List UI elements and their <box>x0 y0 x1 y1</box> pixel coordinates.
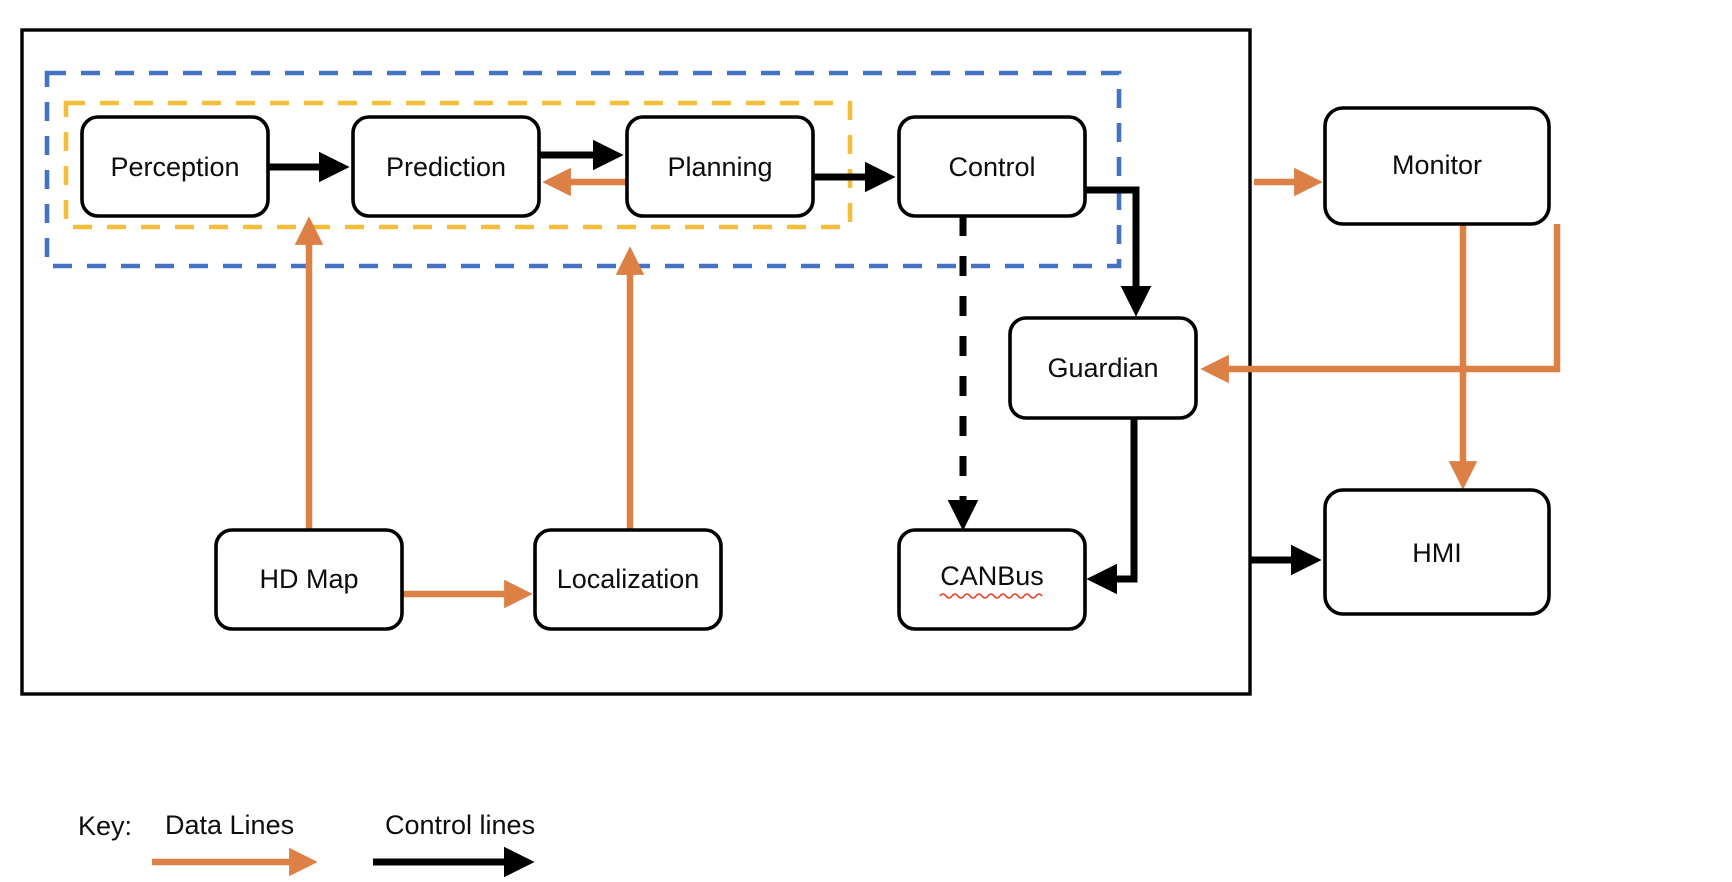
node-localization-label: Localization <box>557 564 700 594</box>
node-planning-label: Planning <box>667 152 772 182</box>
legend: Key: Data Lines Control lines <box>78 810 535 878</box>
node-monitor-rect <box>1323 106 1551 226</box>
node-prediction[interactable]: Prediction <box>351 115 541 218</box>
node-perception-rect <box>80 115 270 218</box>
node-hd-map-rect <box>214 528 404 631</box>
node-canbus-label: CANBus <box>940 561 1044 591</box>
node-prediction-label: Prediction <box>386 152 506 182</box>
group-box-gold <box>63 100 853 230</box>
node-hd-map-label: HD Map <box>259 564 358 594</box>
node-monitor-label: Monitor <box>1392 150 1482 180</box>
node-planning-rect <box>625 115 815 218</box>
group-box-blue <box>44 70 1122 269</box>
node-guardian-label: Guardian <box>1047 353 1158 383</box>
legend-data-lines-label: Data Lines <box>165 810 294 840</box>
node-control-rect <box>897 115 1087 218</box>
node-monitor[interactable]: Monitor <box>1323 106 1551 226</box>
edge-control-to-guardian <box>1085 186 1152 317</box>
node-canbus-rect <box>897 528 1087 631</box>
node-hmi-label: HMI <box>1412 538 1462 568</box>
node-prediction-rect <box>351 115 541 218</box>
vehicle-boundary-rect <box>20 28 1252 696</box>
spellcheck-underline-icon <box>939 593 1043 599</box>
node-guardian-rect <box>1008 316 1198 420</box>
node-control-label: Control <box>948 152 1035 182</box>
node-hmi-rect <box>1323 488 1551 616</box>
node-localization-rect <box>533 528 723 631</box>
legend-key-label: Key: <box>78 811 132 841</box>
legend-control-lines-label: Control lines <box>385 810 535 840</box>
node-perception-label: Perception <box>110 152 239 182</box>
edge-monitor-to-guardian <box>1200 224 1561 384</box>
node-control[interactable]: Control <box>897 115 1087 218</box>
node-perception[interactable]: Perception <box>80 115 270 218</box>
node-guardian[interactable]: Guardian <box>1008 316 1198 420</box>
node-hmi[interactable]: HMI <box>1323 488 1551 616</box>
edge-guardian-to-canbus <box>1086 418 1138 595</box>
node-planning[interactable]: Planning <box>625 115 815 218</box>
node-hd-map[interactable]: HD Map <box>214 528 404 631</box>
node-canbus[interactable]: CANBus <box>897 528 1087 631</box>
node-localization[interactable]: Localization <box>533 528 723 631</box>
